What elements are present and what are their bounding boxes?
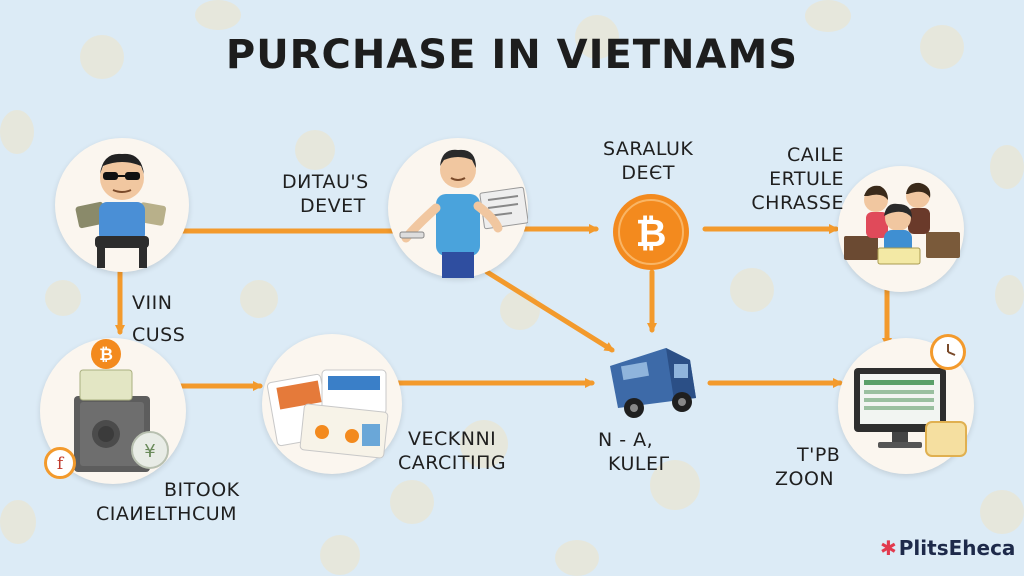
label-c: CAILE ERTULE CHRASSE <box>740 143 844 215</box>
label-a: DИTAU'S DEVET <box>282 170 369 218</box>
label-b-line-2: DEЄT <box>621 162 675 184</box>
background-coin <box>650 460 700 510</box>
monitor-icon <box>854 368 967 457</box>
arrow-seller-to-van <box>484 269 615 353</box>
bitcoin-icon: ₿ <box>613 194 689 270</box>
buyer-icon <box>75 153 167 268</box>
brand-logo: ✱PlitsEheca <box>880 536 1015 560</box>
background-coin <box>0 500 36 544</box>
logo-text: PlitsEheca <box>898 536 1016 560</box>
label-a-line-1: DИTAU'S <box>282 171 369 193</box>
background-coin <box>500 290 540 330</box>
background-coin <box>805 0 851 32</box>
label-b-line-1: SARALUK <box>603 138 694 160</box>
label-h-line-2: CIAИELTHCUM <box>96 503 238 525</box>
label-c-line-1: CAILE <box>787 144 844 166</box>
background-coin <box>240 280 278 318</box>
label-e: VECKNNI CARCITIΠG <box>398 427 506 475</box>
monitor-node <box>838 338 974 474</box>
seller-icon <box>399 149 529 278</box>
label-d-line-1: VIIN <box>132 292 173 314</box>
background-coin <box>460 420 508 468</box>
group-node <box>838 166 964 292</box>
background-coin <box>390 480 434 524</box>
background-coin <box>980 490 1024 534</box>
label-g-line-1: T'PB <box>797 444 841 466</box>
background-coin <box>990 145 1024 189</box>
label-f-line-2: KULEΓ <box>608 453 670 475</box>
cards-node <box>262 334 402 474</box>
background-coin <box>195 0 241 30</box>
background-coin <box>555 540 599 576</box>
group-icon <box>844 182 960 265</box>
clock-hands <box>947 344 956 356</box>
svg-text:f: f <box>57 454 65 474</box>
svg-text:¥: ¥ <box>144 441 155 462</box>
label-b: SARALUK DEЄT <box>603 137 693 185</box>
label-g-line-2: ZOON <box>775 468 835 490</box>
label-f-line-1: N - A, <box>598 429 654 451</box>
label-f: N - A, KULEΓ <box>598 428 670 476</box>
label-e-line-1: VECKNNI <box>408 428 497 450</box>
label-c-line-3: CHRASSE <box>751 192 844 214</box>
seller-node <box>388 138 529 278</box>
background-coin <box>80 35 124 79</box>
van-node <box>604 338 704 424</box>
label-h-line-1: BITOOK <box>164 479 240 501</box>
clock-icon <box>930 334 966 370</box>
logo-mark-icon: ✱ <box>880 536 897 560</box>
bitcoin-node: ₿ <box>612 193 690 271</box>
label-d: VIIN CUSS <box>132 291 185 347</box>
van-icon <box>610 348 696 418</box>
background-coin <box>0 110 34 154</box>
label-e-line-2: CARCITIΠG <box>398 452 507 474</box>
safe-icon: ₿ ¥ <box>74 339 169 472</box>
seal-icon: f <box>44 447 76 479</box>
seal-glyph: f <box>57 454 65 474</box>
cards-icon <box>266 369 389 459</box>
background-coin <box>920 25 964 69</box>
background-coin <box>295 130 335 170</box>
svg-text:₿: ₿ <box>99 345 113 365</box>
background-coin <box>730 268 774 312</box>
label-c-line-2: ERTULE <box>769 168 844 190</box>
diagram-title: PURCHASE IN VIETNAMS <box>225 32 799 78</box>
background-coin <box>320 535 360 575</box>
label-a-line-2: DEVET <box>300 195 366 217</box>
label-h: BITOOK CIAИELTHCUM <box>96 478 240 526</box>
label-d-line-2: CUSS <box>132 324 186 346</box>
background-coin <box>45 280 81 316</box>
label-g: T'PB ZOON <box>775 443 840 491</box>
buyer-node <box>55 138 189 272</box>
background-coin <box>575 15 619 59</box>
background-coin <box>995 275 1024 315</box>
svg-text:₿: ₿ <box>636 211 667 255</box>
